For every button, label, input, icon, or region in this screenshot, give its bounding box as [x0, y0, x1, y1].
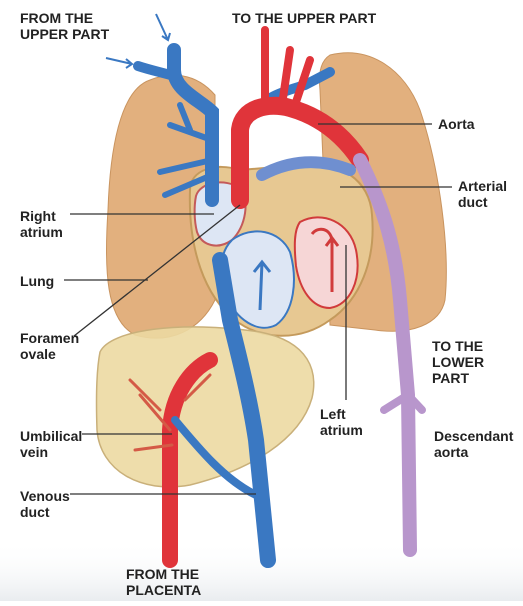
descendant-aorta-label: Descendant aorta [434, 428, 513, 460]
umbilical-vein-label: Umbilical vein [20, 428, 82, 460]
left-atrium-label: Left atrium [320, 406, 363, 438]
aorta-label: Aorta [438, 116, 475, 132]
upper-inflow-arrow-1 [156, 14, 170, 40]
to-lower-part-label: TO THE LOWER PART [432, 338, 484, 386]
upper-inflow-arrow-2 [106, 58, 132, 68]
foramen-ovale-label: Foramen ovale [20, 330, 79, 362]
venous-duct-label: Venous duct [20, 488, 70, 520]
right-atrium-label: Right atrium [20, 208, 63, 240]
to-upper-part-label: TO THE UPPER PART [232, 10, 376, 26]
lung-label: Lung [20, 273, 54, 289]
from-placenta-label: FROM THE PLACENTA [126, 566, 201, 598]
from-upper-part-label: FROM THE UPPER PART [20, 10, 109, 42]
arterial-duct-label: Arterial duct [458, 178, 507, 210]
liver [96, 327, 313, 487]
